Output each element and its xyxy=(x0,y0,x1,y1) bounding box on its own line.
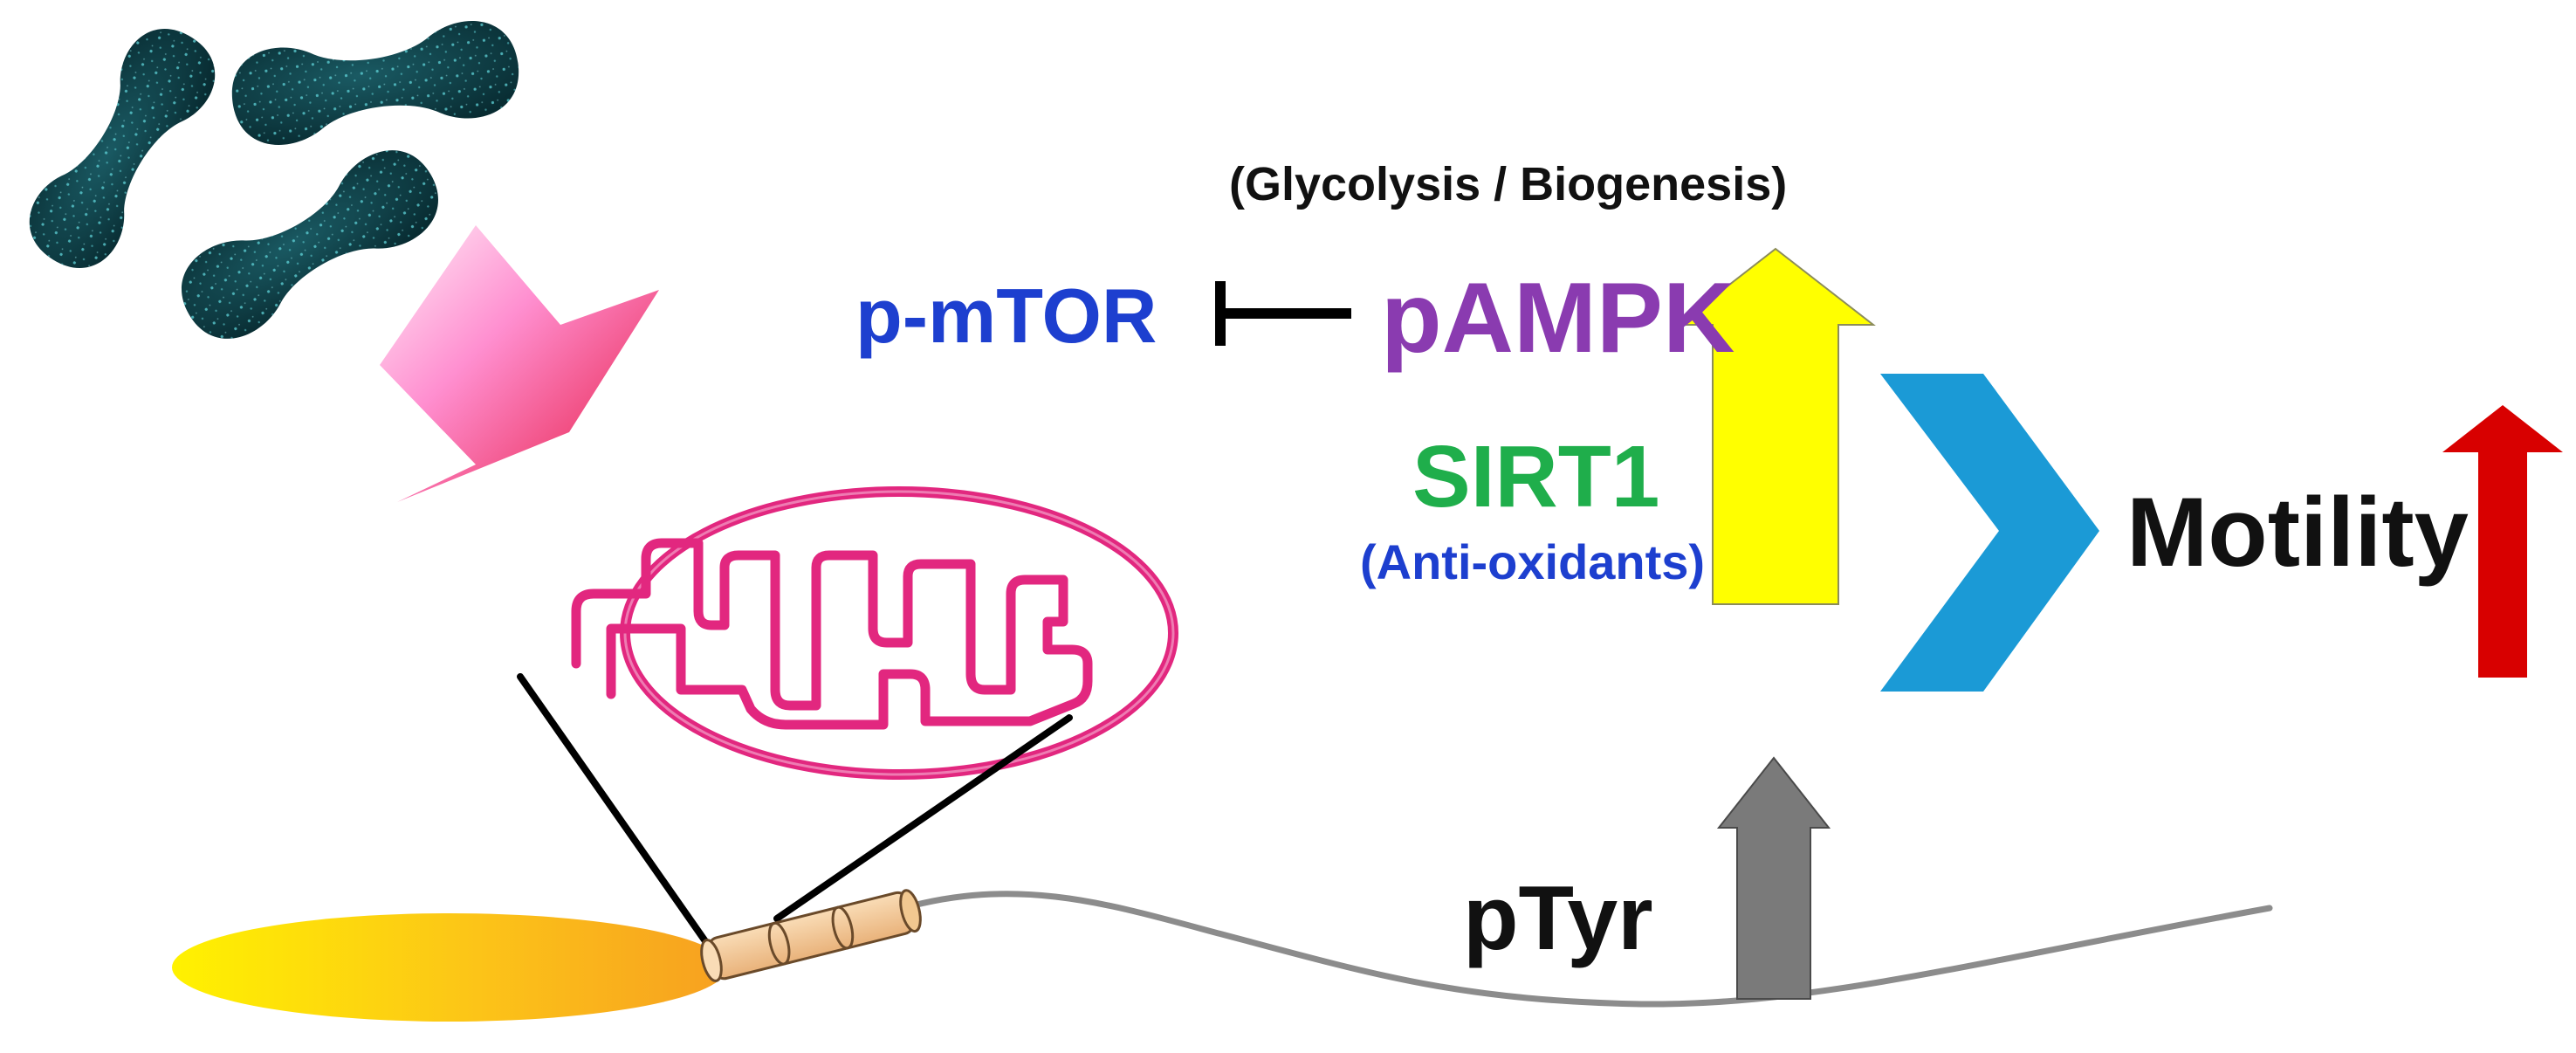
blue-chevron xyxy=(1880,374,2099,692)
zoom-line-right xyxy=(773,714,1073,922)
bacterium-1 xyxy=(29,29,216,268)
glycolysis-biogenesis-label: (Glycolysis / Biogenesis) xyxy=(1229,158,1788,210)
sperm-tail xyxy=(900,891,2273,1008)
grey-up-arrow xyxy=(1716,756,1831,1000)
pink-down-arrow xyxy=(380,225,659,502)
yellow-up-arrow xyxy=(1675,247,1876,605)
motility-label: Motility xyxy=(2126,478,2469,587)
ptyr-label: pTyr xyxy=(1463,868,1653,969)
pampk-label: pAMPK xyxy=(1381,263,1735,374)
mitochondrion-cristae xyxy=(571,538,1093,730)
sperm-midpiece xyxy=(700,889,922,982)
mitochondrion xyxy=(571,486,1178,780)
bacteria-cluster xyxy=(29,21,519,339)
sirt1-label: SIRT1 xyxy=(1412,428,1660,526)
inhibition-symbol xyxy=(1215,281,1351,346)
p-mtor-label: p-mTOR xyxy=(855,272,1157,359)
anti-oxidants-label: (Anti-oxidants) xyxy=(1360,534,1706,589)
bacterium-2 xyxy=(231,21,519,145)
bacterium-3 xyxy=(182,150,438,339)
zoom-line-left xyxy=(517,673,709,945)
red-up-arrow xyxy=(2442,405,2563,678)
sperm-head xyxy=(172,913,727,1022)
